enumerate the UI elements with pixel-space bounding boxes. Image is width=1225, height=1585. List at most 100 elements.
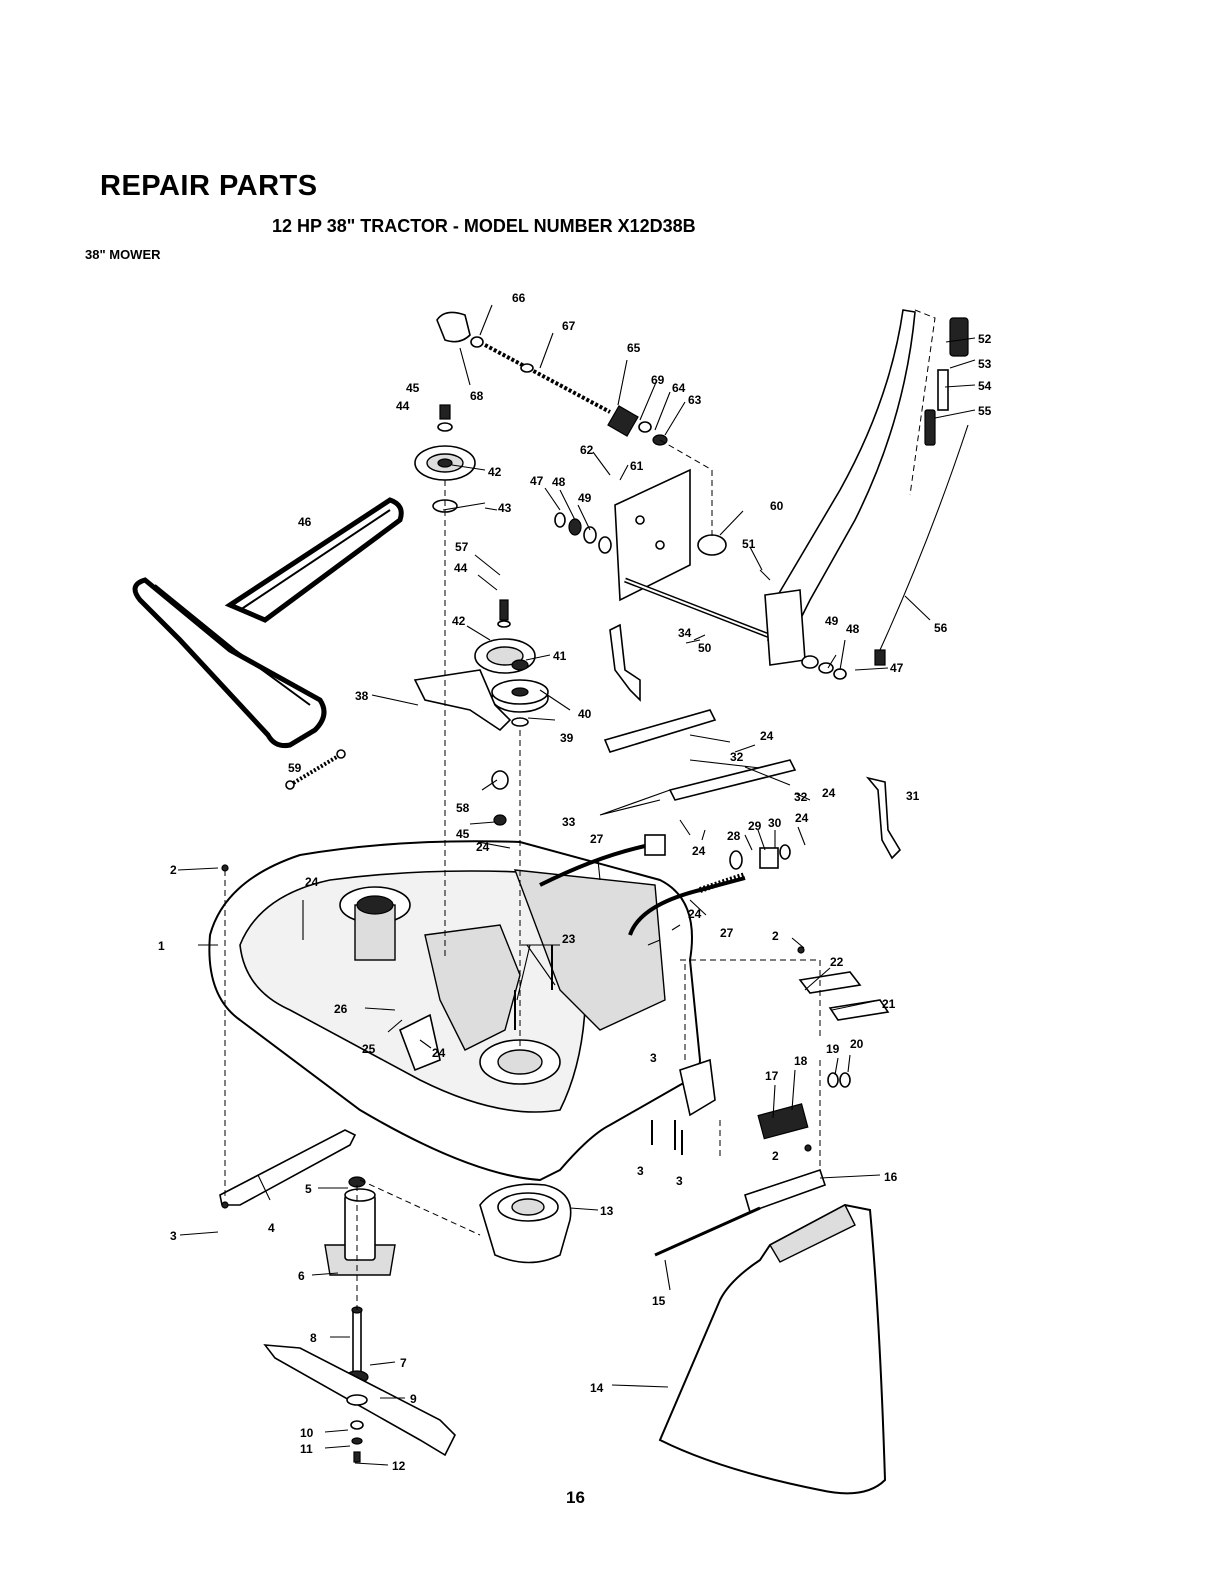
callout-55: 55 [978, 404, 992, 418]
page-title: REPAIR PARTS [100, 170, 318, 202]
callout-3: 3 [676, 1174, 683, 1188]
callout-14: 14 [590, 1381, 604, 1395]
callout-31: 31 [906, 789, 920, 803]
callout-32: 32 [730, 750, 744, 764]
callout-39: 39 [560, 731, 574, 745]
hinge-bracket [744, 1168, 827, 1214]
callout-45: 45 [456, 827, 470, 841]
callout-43: 43 [498, 501, 512, 515]
callout-60: 60 [770, 499, 784, 513]
callout-58: 58 [456, 801, 470, 815]
callout-2: 2 [772, 929, 779, 943]
lift-handle [767, 309, 916, 641]
link-arm-upper [603, 709, 717, 753]
callout-24: 24 [692, 844, 706, 858]
link-arm-lower [668, 759, 797, 801]
rod-27-upper [539, 843, 651, 887]
callout-2: 2 [772, 1149, 779, 1163]
callout-34: 34 [678, 626, 692, 640]
callout-67: 67 [562, 319, 576, 333]
page-number: 16 [566, 1488, 585, 1507]
callout-47: 47 [890, 661, 904, 675]
callout-24: 24 [688, 907, 702, 921]
callout-63: 63 [688, 393, 702, 407]
callout-4: 4 [268, 1221, 275, 1235]
callout-48: 48 [552, 475, 566, 489]
callout-20: 20 [850, 1037, 864, 1051]
callout-19: 19 [826, 1042, 840, 1056]
discharge-chute [658, 1203, 887, 1495]
callout-32: 32 [794, 790, 808, 804]
callout-42: 42 [452, 614, 466, 628]
mower-belt [132, 497, 404, 748]
callout-2: 2 [170, 863, 177, 877]
callout-17: 17 [765, 1069, 779, 1083]
callout-16: 16 [884, 1170, 898, 1184]
callout-7: 7 [400, 1356, 407, 1370]
callout-10: 10 [300, 1426, 314, 1440]
model-subtitle: 12 HP 38" TRACTOR - MODEL NUMBER X12D38B [272, 216, 696, 236]
callout-29: 29 [748, 819, 762, 833]
callout-13: 13 [600, 1204, 614, 1218]
idler-bracket [413, 669, 512, 732]
callout-26: 26 [334, 1002, 348, 1016]
callout-24: 24 [476, 840, 490, 854]
callout-40: 40 [578, 707, 592, 721]
callout-64: 64 [672, 381, 686, 395]
cable-56 [879, 424, 969, 651]
adjust-knob [436, 311, 471, 343]
callout-9: 9 [410, 1392, 417, 1406]
callout-44: 44 [396, 399, 410, 413]
section-label: 38" MOWER [85, 247, 161, 262]
callout-57: 57 [455, 540, 469, 554]
callout-49: 49 [825, 614, 839, 628]
callout-68: 68 [470, 389, 484, 403]
callout-56: 56 [934, 621, 948, 635]
callout-24: 24 [795, 811, 809, 825]
callout-49: 49 [578, 491, 592, 505]
callout-23: 23 [562, 932, 576, 946]
callout-21: 21 [882, 997, 896, 1011]
callout-27: 27 [590, 832, 604, 846]
callout-3: 3 [650, 1051, 657, 1065]
callout-69: 69 [651, 373, 665, 387]
callout-41: 41 [553, 649, 567, 663]
callout-6: 6 [298, 1269, 305, 1283]
callout-38: 38 [355, 689, 369, 703]
callout-62: 62 [580, 443, 594, 457]
callout-46: 46 [298, 515, 312, 529]
callout-3: 3 [170, 1229, 177, 1243]
callout-52: 52 [978, 332, 992, 346]
callout-3: 3 [637, 1164, 644, 1178]
callout-24: 24 [305, 875, 319, 889]
lift-bracket [614, 468, 691, 602]
callout-22: 22 [830, 955, 844, 969]
callout-25: 25 [362, 1042, 376, 1056]
callout-65: 65 [627, 341, 641, 355]
link-31 [865, 776, 902, 860]
callout-24: 24 [822, 786, 836, 800]
rod-27-lower [628, 876, 746, 936]
callout-15: 15 [652, 1294, 666, 1308]
callout-45: 45 [406, 381, 420, 395]
spring-59 [288, 753, 342, 787]
callout-53: 53 [978, 357, 992, 371]
callout-51: 51 [742, 537, 756, 551]
callout-47: 47 [530, 474, 544, 488]
callout-44: 44 [454, 561, 468, 575]
callout-48: 48 [846, 622, 860, 636]
callout-30: 30 [768, 816, 782, 830]
lever-34 [609, 623, 641, 702]
callout-33: 33 [562, 815, 576, 829]
callout-59: 59 [288, 761, 302, 775]
callout-12: 12 [392, 1459, 406, 1473]
callout-24: 24 [760, 729, 774, 743]
callout-61: 61 [630, 459, 644, 473]
stiffener-4 [219, 1129, 357, 1206]
callout-24: 24 [432, 1046, 446, 1060]
callout-8: 8 [310, 1331, 317, 1345]
callout-42: 42 [488, 465, 502, 479]
callout-54: 54 [978, 379, 992, 393]
callout-5: 5 [305, 1182, 312, 1196]
